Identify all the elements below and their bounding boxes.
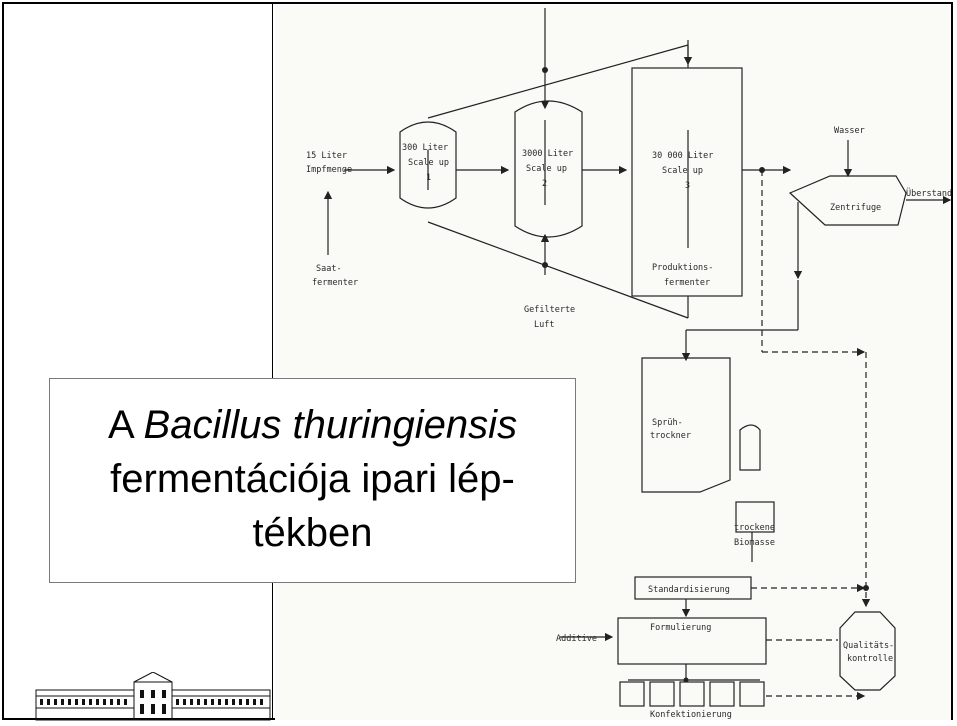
fermenter1-label-1: 300 Liter (402, 143, 448, 153)
quality-label-1: Qualitäts- (843, 641, 894, 651)
production-label-1: Produktions- (652, 263, 713, 273)
university-building-logo (34, 671, 272, 722)
fermentation-process-diagram: 15 Liter Impfmenge Saat- fermenter 300 L… (275, 5, 951, 720)
centrifuge-label: Zentrifuge (830, 203, 881, 213)
fermenter2-label-2: Scale up (526, 164, 567, 174)
dry-biomass-label-2: Biomasse (734, 538, 775, 548)
slide-title-box: A Bacillus thuringiensis fermentációja i… (49, 378, 576, 583)
spray-dryer-label-2: trockner (650, 431, 691, 441)
packaging-label: Konfektionierung (650, 710, 732, 720)
seed-label-1: Saat- (316, 264, 342, 274)
fermenter3-label-1: 30 000 Liter (652, 151, 713, 161)
standardization-label: Standardisierung (648, 585, 730, 595)
title-species: Bacillus thuringiensis (143, 403, 518, 447)
seed-label-2: fermenter (312, 278, 358, 288)
title-line-3: tékben (252, 511, 373, 555)
fermenter2-label-1: 3000 Liter (522, 149, 573, 159)
inoculum-label-1: 15 Liter (306, 151, 347, 161)
additive-label: Additive (556, 634, 597, 644)
title-line-2: fermentációja ipari lép- (110, 457, 515, 501)
title-line-1: A Bacillus thuringiensis (50, 398, 575, 452)
water-label: Wasser (834, 126, 865, 136)
spray-dryer-label-1: Sprüh- (652, 418, 683, 428)
fermenter2-label-3: 2 (542, 179, 547, 189)
inoculum-label-2: Impfmenge (306, 165, 352, 175)
formulation-label: Formulierung (650, 623, 711, 633)
fermenter1-label-2: Scale up (408, 158, 449, 168)
quality-label-2: kontrolle (847, 654, 893, 664)
air-label-1: Gefilterte (524, 305, 575, 315)
fermenter3-label-2: Scale up (662, 166, 703, 176)
title-prefix: A (107, 403, 133, 447)
fermenter3-label-3: 3 (685, 181, 690, 191)
dry-biomass-label-1: trockene (734, 523, 775, 533)
left-divider-line (272, 2, 273, 720)
production-label-2: fermenter (664, 278, 710, 288)
fermenter1-label-3: 1 (426, 173, 431, 183)
supernatant-label: Überstand (906, 188, 951, 199)
air-label-2: Luft (534, 320, 554, 330)
